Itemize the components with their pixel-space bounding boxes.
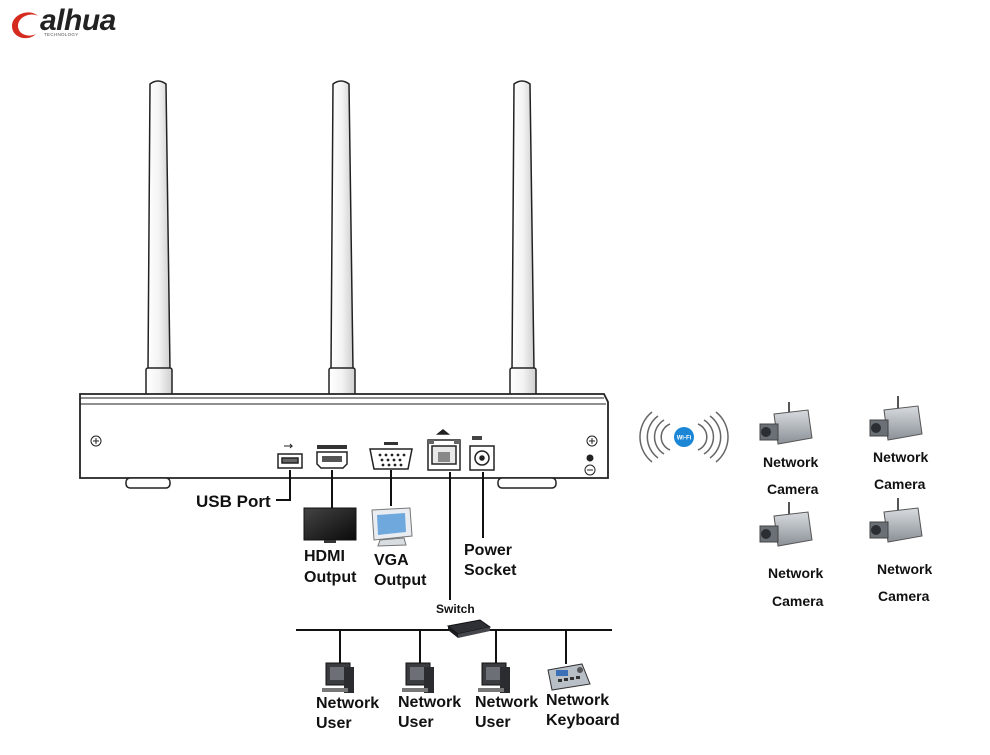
- network-user-pc-icon-3: [478, 663, 510, 693]
- hdmi-output-label-line1: HDMI: [304, 549, 345, 565]
- hdmi-monitor-icon: [304, 508, 356, 543]
- camera-label-3-line1: Network: [768, 566, 823, 580]
- antenna-middle-icon: [329, 81, 355, 436]
- vga-monitor-icon: [372, 508, 412, 546]
- vga-output-label-line2: Output: [374, 573, 426, 589]
- power-socket-label-line2: Socket: [464, 563, 516, 579]
- network-user-pc-icon-1: [322, 663, 354, 693]
- network-camera-icon-1: [760, 402, 812, 444]
- antenna-left-icon: [146, 81, 172, 436]
- wifi-badge-text: Wi-Fi: [677, 436, 692, 442]
- camera-label-4-line2: Camera: [878, 589, 929, 603]
- network-bus: [296, 630, 612, 664]
- vga-output-label-line1: VGA: [374, 553, 409, 569]
- network-user-label-3-line2: User: [475, 715, 511, 731]
- antenna-right-icon: [510, 81, 536, 436]
- usb-port-label: USB Port: [196, 493, 271, 510]
- screw-left-icon: [91, 436, 101, 446]
- switch-label: Switch: [436, 603, 475, 615]
- network-user-label-2-line2: User: [398, 715, 434, 731]
- network-user-label-3-line1: Network: [475, 695, 538, 711]
- network-user-label-2-line1: Network: [398, 695, 461, 711]
- network-keyboard-label-line1: Network: [546, 693, 609, 709]
- network-user-label-1-line1: Network: [316, 696, 379, 712]
- camera-label-3-line2: Camera: [772, 594, 823, 608]
- power-socket-label-line1: Power: [464, 543, 512, 559]
- screw-right-icon: [587, 436, 597, 446]
- hdmi-port-icon: [317, 445, 347, 468]
- network-keyboard-icon: [548, 664, 590, 690]
- foot-right: [498, 478, 556, 488]
- network-keyboard-label-line2: Keyboard: [546, 713, 620, 729]
- network-camera-icon-3: [760, 502, 812, 546]
- hdmi-output-label-line2: Output: [304, 570, 356, 586]
- camera-label-1-line2: Camera: [767, 482, 818, 496]
- camera-label-4-line1: Network: [877, 562, 932, 576]
- network-camera-icon-4: [870, 498, 922, 542]
- foot-left: [126, 478, 170, 488]
- camera-label-2-line2: Camera: [874, 477, 925, 491]
- switch-icon: [448, 620, 490, 638]
- network-camera-icon-2: [870, 396, 922, 440]
- network-user-label-1-line2: User: [316, 716, 352, 732]
- camera-label-1-line1: Network: [763, 455, 818, 469]
- camera-label-2-line1: Network: [873, 450, 928, 464]
- network-user-pc-icon-2: [402, 663, 434, 693]
